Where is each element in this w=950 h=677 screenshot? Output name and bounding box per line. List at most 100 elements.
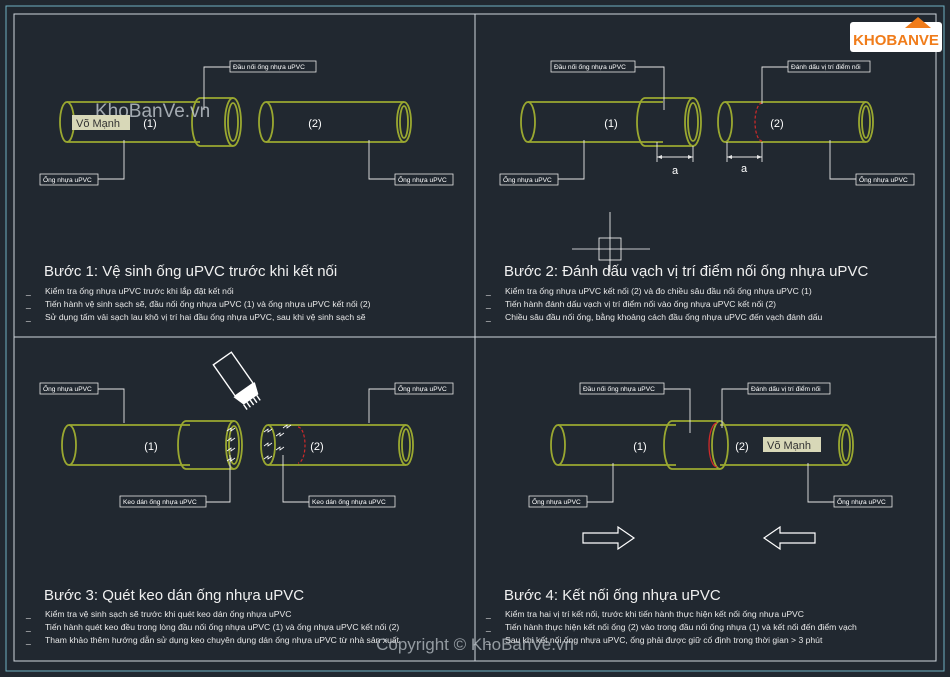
bullet-dash: _ xyxy=(25,286,31,296)
dimension-a-left xyxy=(656,142,694,162)
label-mark: Đánh dấu vị trí điểm nối xyxy=(791,62,861,71)
label-n2: (2) xyxy=(308,118,321,130)
author-tag-text: Võ Mạnh xyxy=(76,118,120,130)
bullet-2: Tiến hành thực hiện kết nối ống (2) vào … xyxy=(505,622,857,632)
label-pipe2: Ống nhựa uPVC xyxy=(837,496,886,506)
panel-step-1: (1) (2) Đầu nối ống nhựa uPVC Ống nhựa u… xyxy=(25,60,454,322)
bullet-2: Tiến hành đánh dấu vạch vị trí điểm nối … xyxy=(505,299,776,309)
label-box-glue1 xyxy=(119,495,207,508)
author-tag xyxy=(763,437,821,452)
bullet-dash: _ xyxy=(25,299,31,309)
leader-glue1 xyxy=(206,455,231,503)
label-n1: (1) xyxy=(144,441,157,453)
mark-line xyxy=(754,102,763,142)
pipe-1 xyxy=(520,101,663,143)
leader-fitting xyxy=(635,66,665,110)
brand-logo: KHOBANVE xyxy=(850,17,942,52)
pipe-2 xyxy=(260,424,414,466)
author-tag-text: Võ Mạnh xyxy=(767,440,811,452)
label-box-pipe2 xyxy=(394,173,454,186)
dimension-a-label: a xyxy=(741,163,748,175)
arrow-left-icon xyxy=(762,525,816,551)
label-n2: (2) xyxy=(735,441,748,453)
label-fitting: Đầu nối ống nhựa uPVC xyxy=(554,62,626,71)
leader-pipe1 xyxy=(98,388,125,423)
label-pipe1: Ống nhựa uPVC xyxy=(532,496,581,506)
label-pipe2: Ống nhựa uPVC xyxy=(398,383,447,393)
bullet-dash: _ xyxy=(485,622,491,632)
fitting-1 xyxy=(177,420,243,470)
arrow-right-icon xyxy=(582,525,636,551)
bullet-dash: _ xyxy=(485,299,491,309)
leader-pipe1 xyxy=(558,140,585,180)
leader-fitting xyxy=(664,388,691,433)
author-tag xyxy=(72,115,130,130)
bullet-dash: _ xyxy=(25,622,31,632)
label-box-pipe1 xyxy=(39,173,99,186)
bullet-dash: _ xyxy=(25,609,31,619)
label-pipe1: Ống nhựa uPVC xyxy=(43,174,92,184)
svg-text:KHOBANVE: KHOBANVE xyxy=(853,32,939,49)
label-box-fitting xyxy=(579,382,665,395)
label-n2: (2) xyxy=(770,118,783,130)
watermark-bottom: Copyright © KhoBanVe.vn xyxy=(376,635,574,654)
label-pipe1: Ống nhựa uPVC xyxy=(503,174,552,184)
label-box-fitting xyxy=(550,60,636,73)
bullet-dash: _ xyxy=(485,609,491,619)
leader-pipe2 xyxy=(368,388,395,423)
fitting-1 xyxy=(636,97,702,147)
leader-pipe2 xyxy=(829,140,856,180)
bullet-dash: _ xyxy=(485,286,491,296)
label-box-pipe1 xyxy=(39,382,99,395)
leader-fitting xyxy=(203,66,230,110)
label-box-glue2 xyxy=(308,495,396,508)
label-box-pipe2 xyxy=(855,173,915,186)
leader-pipe2 xyxy=(807,463,834,503)
panel-3-title: Bước 3: Quét keo dán ống nhựa uPVC xyxy=(44,587,304,604)
label-box-fitting xyxy=(229,60,317,73)
bullet-dash: _ xyxy=(25,312,31,322)
label-n1: (1) xyxy=(633,441,646,453)
pipe-2 xyxy=(717,101,874,143)
fitting-1 xyxy=(663,420,729,470)
panel-step-4: (1) (2) Võ Mạnh Đầu nối ống nhựa uPVC Đá… xyxy=(485,382,893,645)
bullet-dash: _ xyxy=(485,312,491,322)
panel-4-title: Bước 4: Kết nối ống nhựa uPVC xyxy=(504,587,721,604)
mark-line xyxy=(708,422,718,468)
label-n2: (2) xyxy=(310,441,323,453)
pipe-1 xyxy=(61,424,190,466)
glue-marks-1 xyxy=(226,427,236,462)
fitting-1 xyxy=(191,97,242,147)
label-pipe2: Ống nhựa uPVC xyxy=(398,174,447,184)
dimension-a-label: a xyxy=(672,165,679,177)
label-box-mark xyxy=(787,60,871,73)
label-pipe1: Ống nhựa uPVC xyxy=(43,383,92,393)
pipe-1 xyxy=(550,424,676,466)
glue-marks-2 xyxy=(263,424,292,460)
leader-pipe2 xyxy=(368,140,395,180)
label-box-pipe1 xyxy=(528,495,588,508)
panel-step-3: (1) (2) Ống nhựa uPVC Ống nhựa uPVC Keo … xyxy=(25,351,454,645)
leader-glue2 xyxy=(282,455,309,503)
bullet-3: Sau khi kết nối ống nhựa uPVC, ống phải … xyxy=(505,635,823,645)
label-box-pipe1 xyxy=(499,173,559,186)
panel-2-title: Bước 2: Đánh dấu vạch vị trí điểm nối ốn… xyxy=(504,263,868,280)
glue-brush-icon xyxy=(212,351,261,410)
bullet-1: Kiểm tra ống nhựa uPVC trước khi lắp đặt… xyxy=(45,286,234,296)
leader-mark xyxy=(761,66,788,104)
dimension-a-right xyxy=(726,142,763,162)
leader-pipe1 xyxy=(587,463,614,503)
bullet-dash: _ xyxy=(485,635,491,645)
label-glue2: Keo dán ống nhựa uPVC xyxy=(312,497,386,506)
label-box-pipe2 xyxy=(833,495,893,508)
bullet-3: Sử dụng tấm vải sạch lau khô vị trí hai … xyxy=(45,312,366,322)
crosshair-cursor xyxy=(572,212,650,272)
label-mark: Đánh dấu vị trí điểm nối xyxy=(751,384,821,393)
label-pipe2: Ống nhựa uPVC xyxy=(859,174,908,184)
label-glue1: Keo dán ống nhựa uPVC xyxy=(123,497,197,506)
bullet-1: Kiểm tra hai vị trí kết nối, trước khi t… xyxy=(505,609,804,619)
label-n1: (1) xyxy=(604,118,617,130)
leader-mark xyxy=(721,388,748,428)
bullet-2: Tiến hành vệ sinh sạch sẽ, đầu nối ống n… xyxy=(45,299,371,309)
bullet-dash: _ xyxy=(25,635,31,645)
